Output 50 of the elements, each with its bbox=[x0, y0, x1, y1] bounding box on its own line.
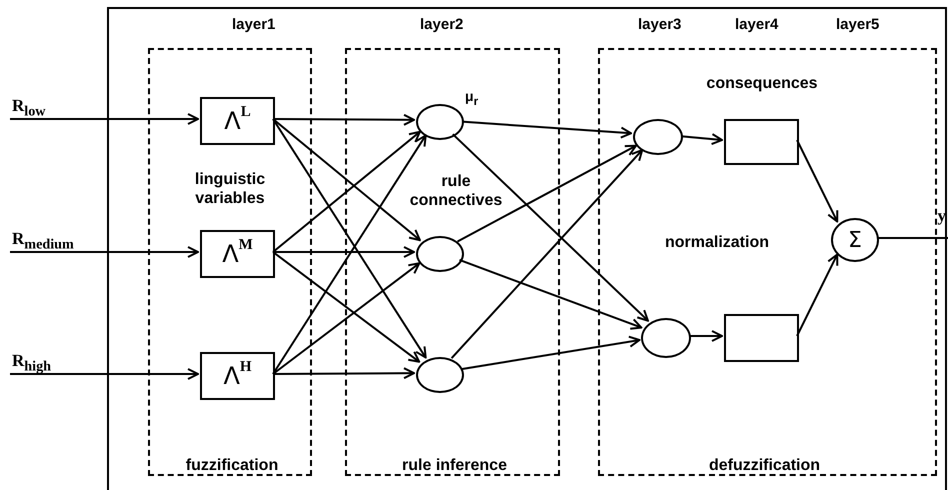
neuron-node bbox=[416, 236, 464, 272]
arrow bbox=[462, 120, 632, 139]
arrow bbox=[272, 118, 421, 242]
group-label: fuzzification bbox=[184, 456, 280, 475]
arrow bbox=[796, 254, 838, 336]
output-box bbox=[724, 314, 799, 362]
layer-label: layer5 bbox=[836, 16, 880, 33]
layer-label: layer2 bbox=[420, 16, 464, 33]
neuron-node bbox=[416, 357, 464, 393]
edge-label: R$_{high}$ bbox=[12, 351, 52, 376]
node-caption: μ$_{r}$ bbox=[465, 88, 478, 108]
layer-group bbox=[148, 48, 312, 476]
neuron-node bbox=[416, 104, 464, 140]
group-label: normalization bbox=[664, 233, 770, 252]
membership-box: Λ$^{H}$ bbox=[200, 352, 275, 400]
layer-label: layer1 bbox=[232, 16, 276, 33]
layer-label: layer4 bbox=[735, 16, 778, 33]
edge-label: R$_{medium}$ bbox=[12, 229, 74, 254]
arrow bbox=[10, 368, 199, 380]
neuron-node bbox=[633, 119, 683, 155]
arrow bbox=[680, 133, 723, 146]
arrow bbox=[10, 113, 199, 125]
layer-group bbox=[598, 48, 937, 476]
arrow bbox=[272, 130, 421, 253]
group-label: rule connectives bbox=[408, 172, 504, 210]
group-label: linguistic variables bbox=[194, 170, 266, 208]
edge-label: y bbox=[938, 206, 946, 226]
arrow bbox=[272, 251, 420, 363]
membership-box: Λ$^{L}$ bbox=[200, 97, 275, 145]
arrow bbox=[273, 114, 415, 126]
group-label: rule inference bbox=[401, 456, 508, 475]
group-label: defuzzification bbox=[708, 456, 822, 475]
neuron-node bbox=[641, 318, 691, 358]
arrow bbox=[273, 367, 415, 380]
arrow bbox=[10, 246, 199, 258]
edge-label: R$_{low}$ bbox=[12, 96, 46, 120]
layer-label: layer3 bbox=[638, 16, 682, 33]
layer-group bbox=[345, 48, 560, 476]
arrow bbox=[273, 246, 415, 258]
arrow bbox=[461, 336, 640, 370]
arrow bbox=[459, 259, 642, 330]
group-label: consequences bbox=[705, 74, 819, 93]
arrow bbox=[457, 144, 637, 242]
arrow bbox=[796, 140, 838, 222]
output-box bbox=[724, 119, 799, 165]
arrow bbox=[272, 262, 420, 375]
sum-node: Σ bbox=[831, 218, 879, 262]
arrow bbox=[450, 149, 644, 359]
membership-box: Λ$^{M}$ bbox=[200, 230, 275, 278]
arrow bbox=[689, 330, 723, 342]
